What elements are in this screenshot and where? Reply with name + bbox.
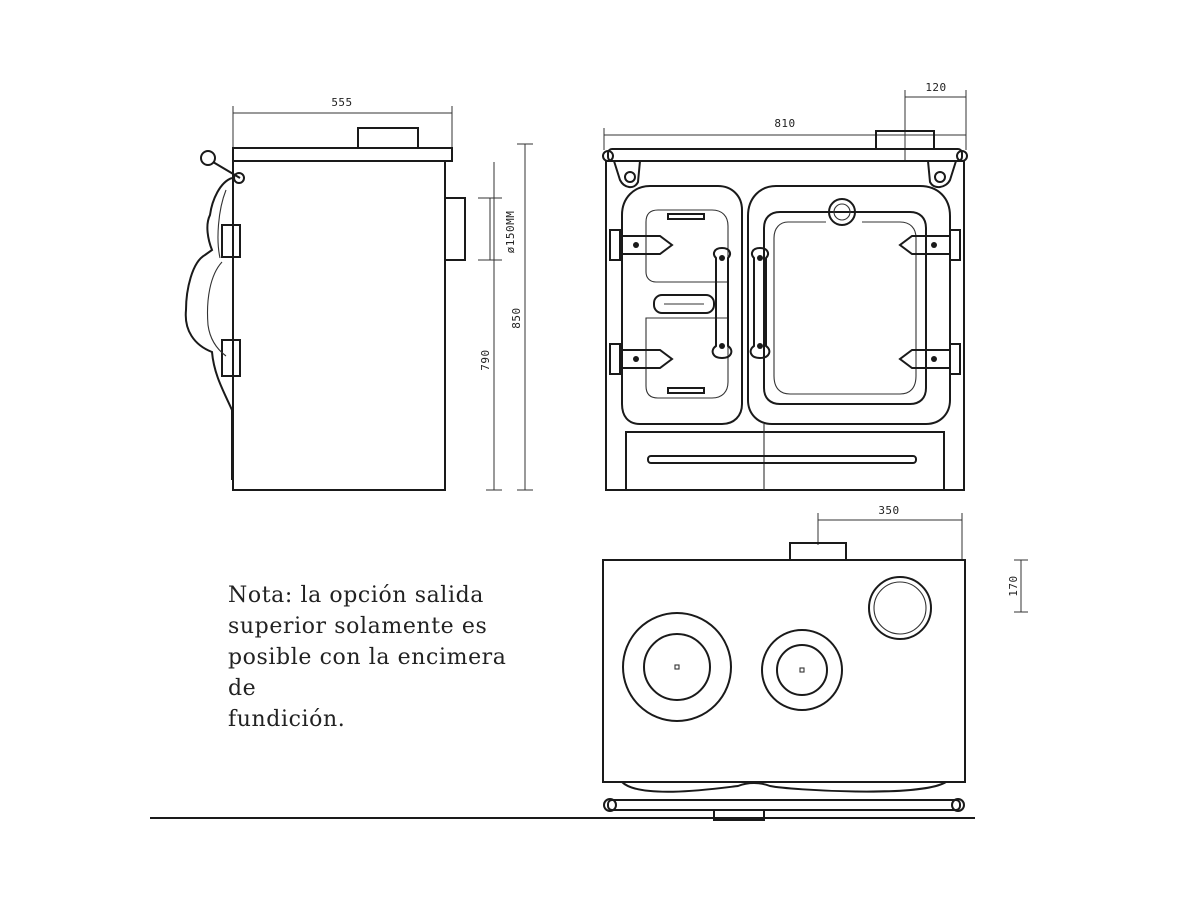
side-body xyxy=(232,160,446,491)
top-offset-dimension: 350 xyxy=(817,504,963,560)
top-large-hotplate xyxy=(622,612,732,722)
note-line-4: fundición. xyxy=(228,707,346,732)
side-door-profile xyxy=(184,177,233,480)
side-top-plate xyxy=(232,147,453,162)
side-lower-handle xyxy=(221,339,241,377)
front-left-hinge-top xyxy=(609,229,674,261)
front-width-label: 810 xyxy=(774,117,795,130)
top-depth-label: 170 xyxy=(1007,575,1020,596)
side-view: 555 ø150MM 790 xyxy=(184,96,533,491)
front-left-air-vent xyxy=(653,294,715,314)
side-height-790-dimension: 790 xyxy=(479,162,502,491)
front-left-upper-panel xyxy=(645,209,729,283)
front-width-dimension: 810 xyxy=(603,117,967,150)
top-view: 350 170 xyxy=(602,504,1028,821)
front-rail-bracket-right xyxy=(927,160,957,188)
front-view: 810 120 xyxy=(602,81,968,491)
side-flue-dimension: ø150MM xyxy=(478,197,517,261)
front-drawer xyxy=(625,431,945,491)
side-flue-collar xyxy=(357,127,419,149)
front-rail-bracket-left xyxy=(613,160,641,188)
top-flue-collar xyxy=(789,542,847,561)
front-drawer-handle xyxy=(647,455,917,464)
top-depth-dimension: 170 xyxy=(1007,559,1028,613)
side-height-total-label: 850 xyxy=(510,307,523,328)
top-hob-plate xyxy=(602,559,966,783)
side-width-label: 555 xyxy=(331,96,352,109)
side-rear-outlet xyxy=(444,197,466,261)
side-upper-handle xyxy=(221,224,241,258)
top-small-hotplate xyxy=(761,629,843,711)
top-flue-hole xyxy=(868,576,932,640)
front-left-hinge-bottom xyxy=(609,343,674,375)
note-line-2: superior solamente es xyxy=(228,614,488,639)
side-height-850-dimension: 850 xyxy=(510,143,533,491)
front-offset-label: 120 xyxy=(925,81,946,94)
side-width-dimension: 555 xyxy=(232,96,453,150)
front-right-hinge-bottom xyxy=(898,343,961,375)
front-thermometer-icon xyxy=(828,198,856,226)
front-right-hinge-top xyxy=(898,229,961,261)
top-offset-label: 350 xyxy=(878,504,899,517)
side-flue-label: ø150MM xyxy=(504,211,517,254)
front-left-latch-top xyxy=(711,246,733,360)
note-line-1: Nota: la opción salida xyxy=(228,583,484,608)
side-rail-handle xyxy=(200,150,245,184)
front-left-lower-panel xyxy=(645,317,729,399)
top-front-rail xyxy=(603,781,965,821)
side-height-inner-label: 790 xyxy=(479,349,492,370)
front-oven-window xyxy=(763,211,927,405)
front-top-rail xyxy=(607,148,963,162)
installation-note: Nota: la opción salida superior solament… xyxy=(228,580,538,735)
front-right-door xyxy=(747,185,951,425)
front-left-door xyxy=(621,185,743,425)
note-line-3: posible con la encimera de xyxy=(228,645,507,701)
front-right-latch xyxy=(749,246,771,360)
